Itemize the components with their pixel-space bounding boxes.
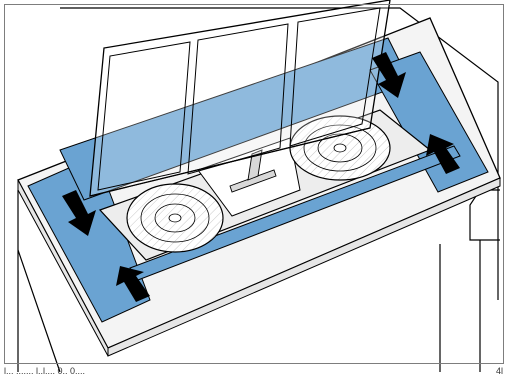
cutoff-caption: l... ....... l..l.... 0.. 0.... 4l — [0, 364, 511, 374]
cutoff-text-left: l... ....... l..l.... 0.. 0.... — [4, 364, 85, 374]
image-frame — [4, 4, 504, 364]
cutoff-text-right: 4l — [496, 364, 503, 374]
